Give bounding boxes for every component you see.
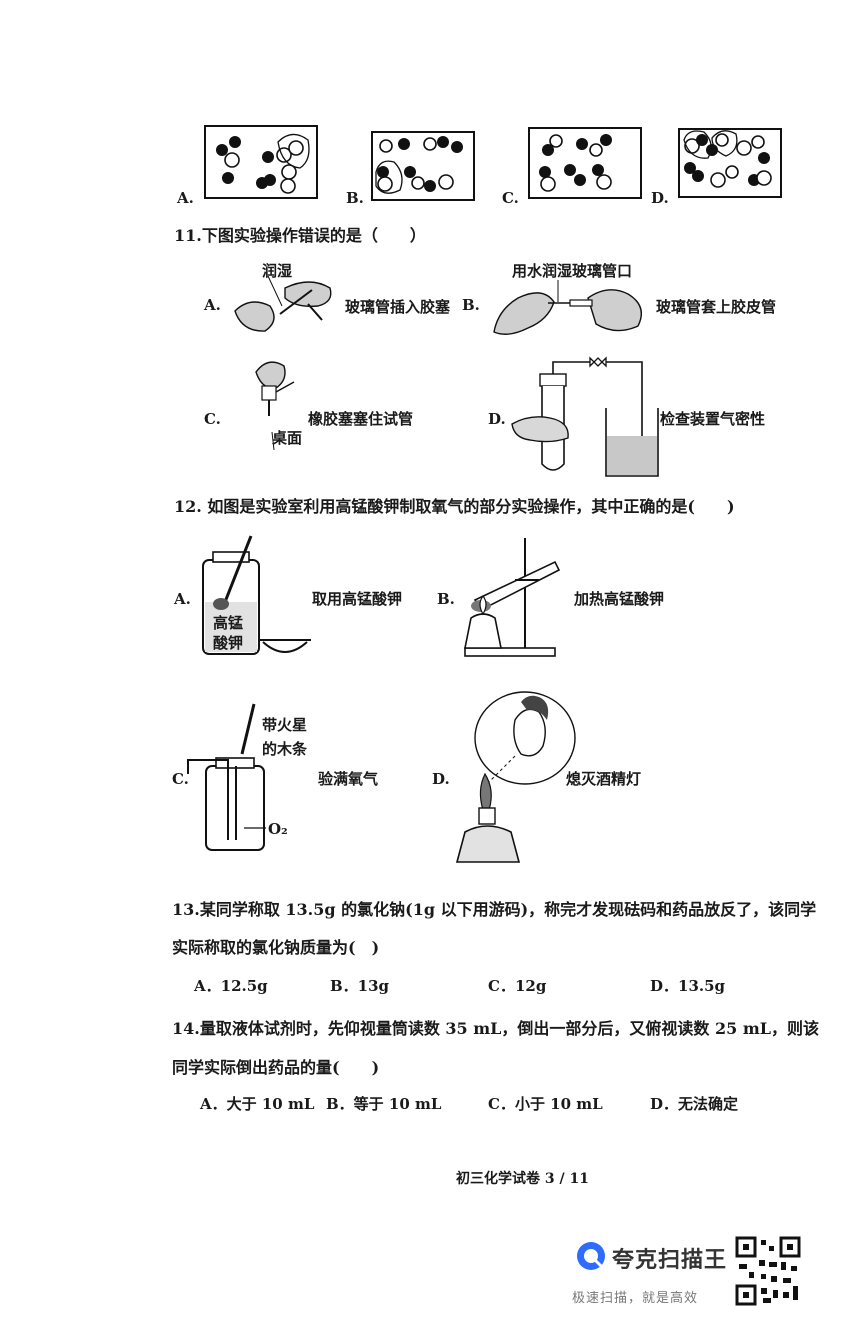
q13-stem-line1: 13.某同学称取 13.5g 的氯化钠(1g 以下用游码)，称完才发现砝码和药品… [172, 900, 817, 919]
q10-option-c: C. [502, 189, 519, 207]
q12-b-caption: 加热高锰酸钾 [574, 590, 665, 608]
q12-c-label: C. [172, 770, 189, 788]
q12-c-illustration [187, 703, 266, 851]
scanner-watermark-band [0, 1228, 867, 1322]
q12-c-note-2: 的木条 [262, 740, 308, 758]
q13-stem-line2: 实际称取的氯化钠质量为( ) [172, 938, 380, 957]
q12-b-label: B. [437, 590, 455, 608]
q11-c-illustration [255, 361, 295, 451]
q11-b-illustration [493, 280, 642, 335]
q12-a-illustration [202, 535, 311, 655]
q12-stem: 12. 如图是实验室利用高锰酸钾制取氧气的部分实验操作，其中正确的是( ) [174, 497, 735, 516]
q12-a-bottle-label-1: 高锰 [213, 614, 244, 632]
q11-a-label: A. [204, 296, 221, 314]
scanner-brand: 夸克扫描王 [612, 1248, 728, 1273]
q13-option-d: D．13.5g [650, 977, 726, 995]
q11-b-note: 用水润湿玻璃管口 [512, 262, 633, 280]
q11-a-caption: 玻璃管插入胶塞 [345, 298, 451, 316]
qr-code-icon [735, 1236, 801, 1306]
scanner-logo-icon [577, 1242, 605, 1270]
molecule-particles [216, 130, 772, 194]
q12-d-caption: 熄灭酒精灯 [566, 770, 642, 788]
scanner-slogan: 极速扫描，就是高效 [572, 1291, 699, 1306]
q12-c-note-1: 带火星 [262, 716, 308, 734]
q11-stem: 11.下图实验操作错误的是（ ） [174, 226, 426, 245]
q11-d-caption: 检查装置气密性 [660, 410, 766, 428]
q13-option-a: A．12.5g [194, 977, 268, 995]
q12-d-illustration [455, 691, 576, 863]
q11-a-illustration [234, 275, 332, 332]
q11-d-label: D. [488, 410, 506, 428]
q12-a-label: A. [174, 590, 191, 608]
q11-b-label: B. [462, 296, 480, 314]
q12-a-bottle-label-2: 酸钾 [213, 634, 244, 652]
page-footer: 初三化学试卷 3 / 11 [456, 1171, 589, 1187]
q11-c-label: C. [204, 410, 221, 428]
q11-d-illustration [511, 356, 659, 477]
q13-option-c: C．12g [488, 977, 547, 995]
q12-c-gas-label: O₂ [268, 820, 288, 838]
q10-option-a: A. [177, 189, 194, 207]
q14-stem-line1: 14.量取液体试剂时，先仰视量筒读数 35 mL，倒出一部分后，又俯视读数 25… [172, 1019, 820, 1038]
q10-option-b: B. [346, 189, 364, 207]
q12-c-caption: 验满氧气 [318, 770, 379, 788]
q12-d-label: D. [432, 770, 450, 788]
q14-option-c: C．小于 10 mL [488, 1095, 603, 1113]
q11-c-note: 桌面 [272, 429, 303, 447]
q13-option-b: B．13g [330, 977, 390, 995]
q12-a-caption: 取用高锰酸钾 [312, 590, 403, 608]
q14-option-a: A．大于 10 mL [200, 1095, 315, 1113]
q12-b-illustration [464, 538, 561, 657]
q14-option-b: B．等于 10 mL [326, 1095, 442, 1113]
q11-b-caption: 玻璃管套上胶皮管 [656, 298, 777, 316]
q14-option-d: D．无法确定 [650, 1095, 739, 1113]
q10-option-d: D. [651, 189, 669, 207]
q11-a-note: 润湿 [262, 262, 293, 280]
q11-c-caption: 橡胶塞塞住试管 [308, 410, 414, 428]
q14-stem-line2: 同学实际倒出药品的量( ) [172, 1058, 380, 1077]
